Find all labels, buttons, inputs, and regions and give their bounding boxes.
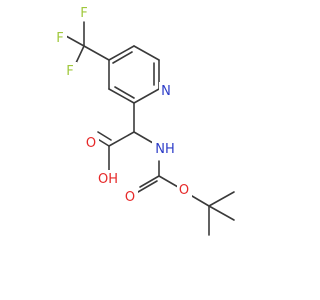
pyridine-nitrogen-label: N (161, 84, 171, 99)
amino-acid-backbone (95, 102, 154, 171)
fluorine-left-label: F (56, 31, 63, 46)
fluorine-top-label: F (80, 6, 87, 21)
pyridine-ring (108, 45, 160, 104)
fluorine-lower-label: F (66, 64, 73, 79)
trifluoromethyl-group (65, 21, 110, 64)
ester-oxygen-label: O (179, 183, 189, 198)
hydroxyl-label: OH (98, 172, 118, 187)
structure-diagram: F F F N NH O OH O O (53, 4, 235, 236)
atom-labels: F F F N NH O OH O O (53, 4, 192, 205)
acid-carbonyl-oxygen-label: O (86, 136, 96, 151)
amine-nh-label: NH (155, 142, 175, 157)
boc-group (137, 160, 235, 236)
molecule-canvas: F F F N NH O OH O O (53, 4, 235, 236)
boc-carbonyl-oxygen-label: O (125, 190, 135, 205)
